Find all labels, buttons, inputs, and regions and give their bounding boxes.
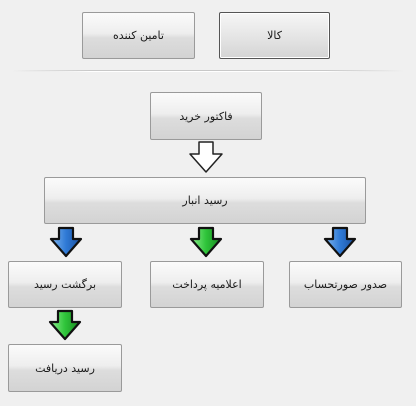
- receive-receipt-button[interactable]: رسید دریافت: [8, 344, 122, 392]
- arrow-down-icon: [49, 226, 83, 258]
- goods-button-label: کالا: [267, 29, 282, 42]
- arrow-down-icon: [323, 226, 357, 258]
- supplier-button-label: تامین کننده: [113, 29, 164, 42]
- issue-statement-button[interactable]: صدور صورتحساب: [289, 261, 402, 308]
- warehouse-receipt-button[interactable]: رسید انبار: [44, 177, 366, 224]
- purchase-invoice-button[interactable]: فاکتور خرید: [150, 92, 262, 140]
- receive-receipt-label: رسید دریافت: [35, 361, 95, 375]
- receipt-return-button[interactable]: برگشت رسید: [8, 261, 122, 308]
- payment-notice-button[interactable]: اعلامیه پرداخت: [150, 261, 264, 308]
- arrow-down-icon: [189, 226, 223, 258]
- issue-statement-label: صدور صورتحساب: [303, 278, 388, 291]
- purchase-invoice-label: فاکتور خرید: [179, 109, 233, 123]
- payment-notice-label: اعلامیه پرداخت: [172, 278, 242, 291]
- separator-line: [12, 70, 404, 72]
- arrow-down-icon: [189, 141, 223, 173]
- warehouse-receipt-label: رسید انبار: [182, 194, 228, 207]
- arrow-down-icon: [48, 309, 82, 341]
- supplier-button[interactable]: تامین کننده: [82, 12, 195, 59]
- receipt-return-label: برگشت رسید: [33, 278, 97, 291]
- goods-button[interactable]: کالا: [219, 12, 330, 59]
